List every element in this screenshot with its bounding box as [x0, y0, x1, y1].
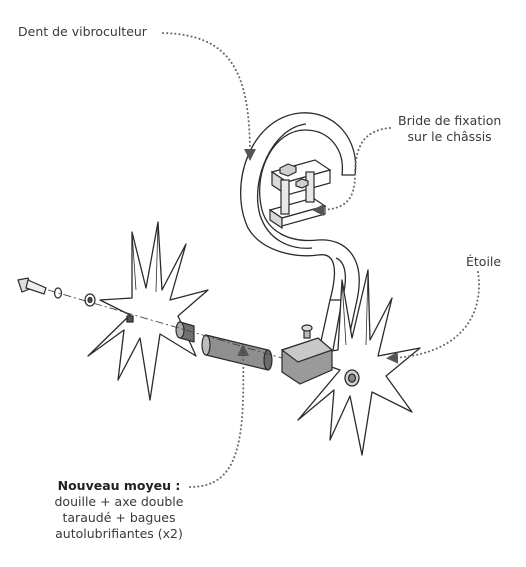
label-bride-line1: Bride de fixation: [398, 113, 502, 128]
new-hub-assembly: [175, 321, 334, 385]
label-nouveau-moyeu: Nouveau moyeu : douille + axe double tar…: [48, 478, 190, 542]
right-star-wheel: [297, 269, 421, 456]
label-moyeu-line3: autolubrifiantes (x2): [55, 526, 183, 541]
label-bride-fixation: Bride de fixation sur le châssis: [398, 113, 501, 145]
label-etoile: Étoile: [466, 254, 502, 269]
label-moyeu-line2: taraudé + bagues: [62, 510, 176, 525]
label-moyeu-title: Nouveau moyeu :: [57, 478, 181, 493]
label-dent-vibroculteur: Dent de vibroculteur: [18, 24, 147, 39]
callout-leaders: [162, 32, 480, 488]
label-moyeu-line1: douille + axe double: [54, 494, 184, 509]
left-star-wheel: [87, 221, 209, 401]
bolt-and-washers: [17, 277, 96, 307]
mounting-clamp: [268, 159, 332, 230]
label-bride-line2: sur le châssis: [407, 129, 492, 144]
